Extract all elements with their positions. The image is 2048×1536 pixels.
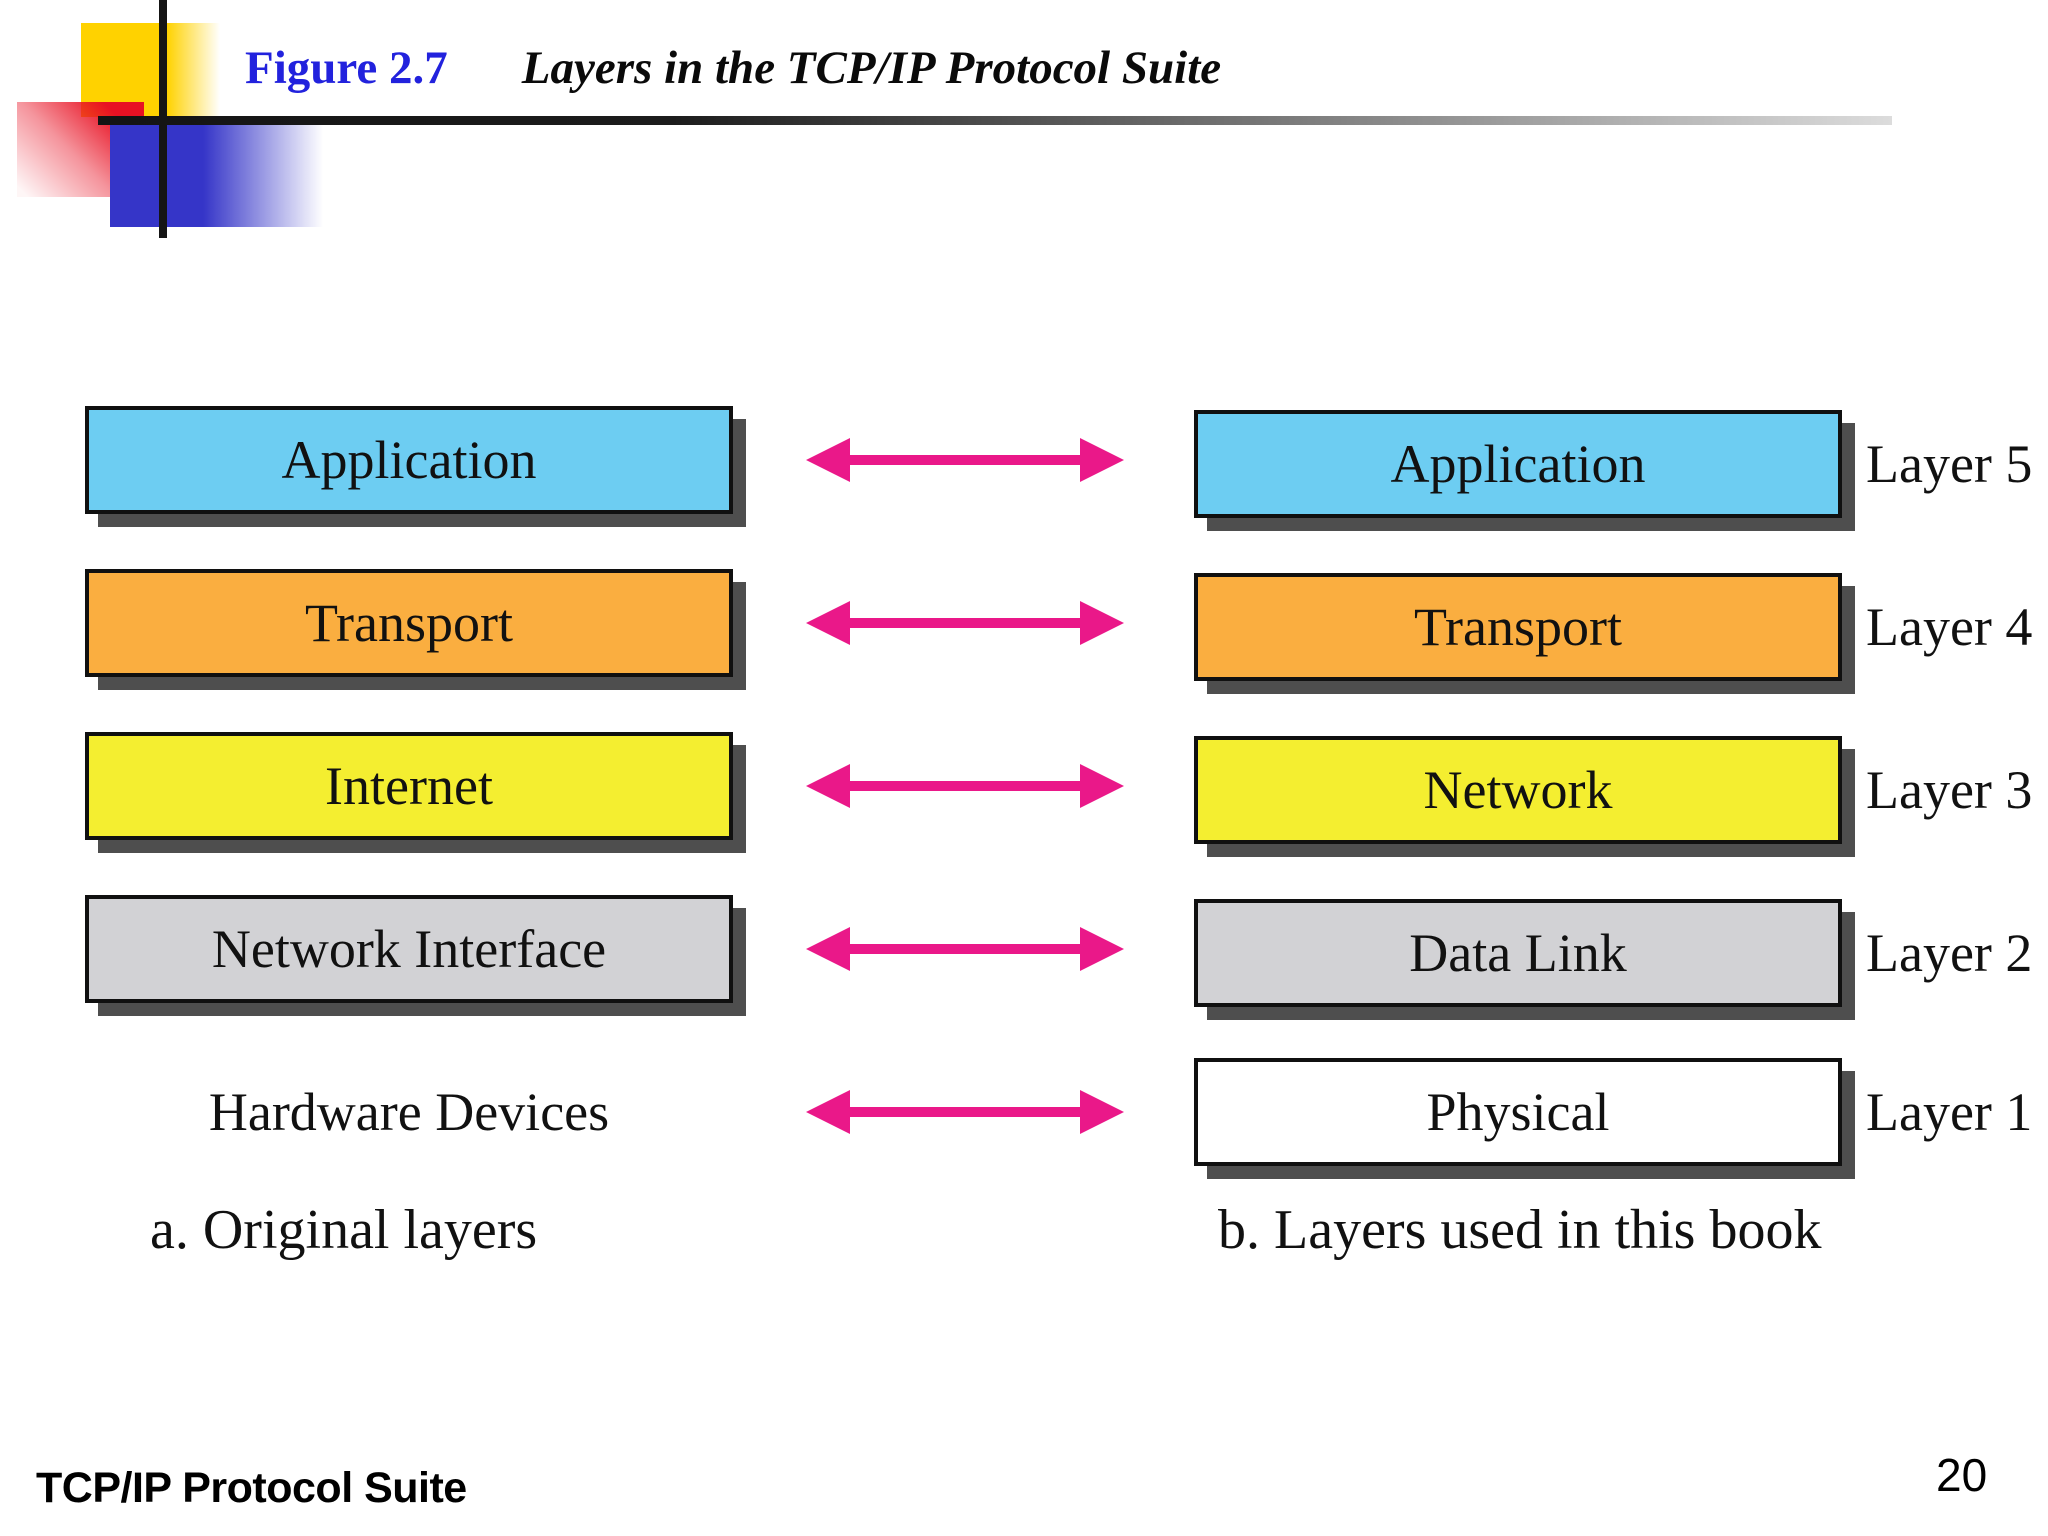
right-box-data-link: Data Link (1194, 899, 1842, 1007)
double-arrow-row-1 (806, 438, 1124, 482)
decor-blue-square (110, 117, 332, 227)
layer-5-label: Layer 5 (1866, 434, 2033, 494)
left-box-network-interface: Network Interface (85, 895, 733, 1003)
left-box-internet-label: Internet (325, 756, 493, 816)
layer-2-label: Layer 2 (1866, 923, 2033, 983)
left-box-application-label: Application (281, 430, 537, 490)
footer-title: TCP/IP Protocol Suite (36, 1464, 467, 1512)
arrow-right-head-icon (1080, 927, 1124, 971)
arrow-shaft (842, 944, 1088, 954)
right-box-application: Application (1194, 410, 1842, 518)
arrow-right-head-icon (1080, 601, 1124, 645)
layer-1-label: Layer 1 (1866, 1082, 2033, 1142)
right-box-network-label: Network (1423, 760, 1613, 820)
arrow-shaft (842, 618, 1088, 628)
layer-3-label: Layer 3 (1866, 760, 2033, 820)
arrow-shaft (842, 455, 1088, 465)
hardware-devices-text: Hardware Devices (208, 1082, 610, 1142)
decor-horizontal-rule (98, 116, 1892, 125)
double-arrow-row-3 (806, 764, 1124, 808)
double-arrow-row-4 (806, 927, 1124, 971)
right-box-physical-label: Physical (1426, 1082, 1610, 1142)
right-box-transport: Transport (1194, 573, 1842, 681)
right-box-application-label: Application (1390, 434, 1646, 494)
layer-4-label: Layer 4 (1866, 597, 2033, 657)
right-box-physical: Physical (1194, 1058, 1842, 1166)
left-box-internet: Internet (85, 732, 733, 840)
right-box-network: Network (1194, 736, 1842, 844)
arrow-right-head-icon (1080, 1090, 1124, 1134)
figure-title: Layers in the TCP/IP Protocol Suite (521, 42, 1222, 94)
double-arrow-row-2 (806, 601, 1124, 645)
slide-header: Figure 2.7 Layers in the TCP/IP Protocol … (245, 42, 1221, 94)
right-box-transport-label: Transport (1413, 597, 1623, 657)
left-box-network-interface-label: Network Interface (211, 919, 607, 979)
left-box-transport: Transport (85, 569, 733, 677)
arrow-right-head-icon (1080, 764, 1124, 808)
arrow-right-head-icon (1080, 438, 1124, 482)
decor-yellow-square (81, 23, 220, 117)
caption-original-layers: a. Original layers (150, 1199, 538, 1261)
left-box-application: Application (85, 406, 733, 514)
caption-layers-used-in-book: b. Layers used in this book (1218, 1199, 1822, 1261)
double-arrow-row-5 (806, 1090, 1124, 1134)
figure-label: Figure 2.7 (245, 42, 448, 94)
arrow-shaft (842, 781, 1088, 791)
arrow-shaft (842, 1107, 1088, 1117)
page-number: 20 (1936, 1449, 1988, 1501)
left-box-transport-label: Transport (304, 593, 514, 653)
right-box-data-link-label: Data Link (1409, 923, 1627, 983)
